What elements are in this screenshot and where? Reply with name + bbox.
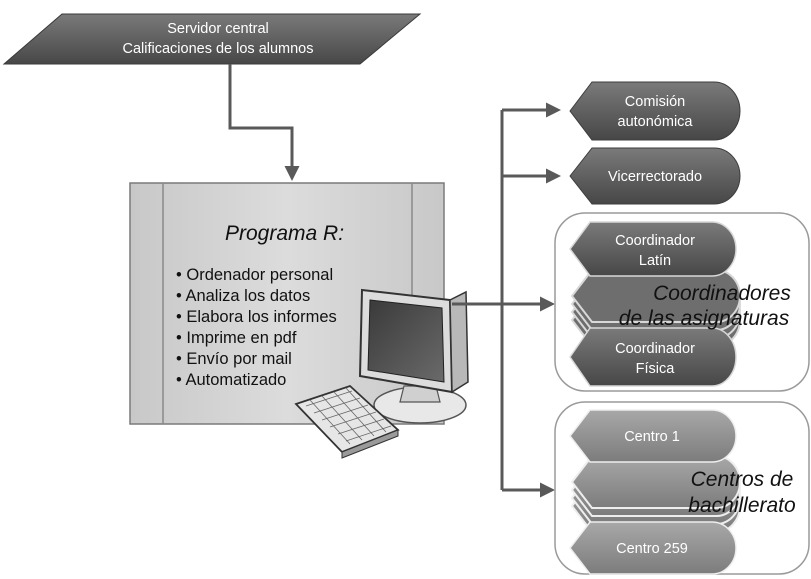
coordinadores-group-label-line1: Coordinadores — [653, 282, 791, 305]
program-r-panel: Programa R: • Ordenador personal • Anali… — [129, 182, 469, 459]
vicerrectorado-node: Vicerrectorado — [569, 147, 741, 205]
comision-label-line2: autonómica — [618, 114, 694, 130]
feature-item: • Elabora los informes — [176, 308, 337, 326]
coordinador-latin-line1: Coordinador — [615, 233, 695, 249]
centro-1-node — [569, 409, 737, 463]
coordinadores-group-label-line2: de las asignaturas — [619, 307, 790, 330]
feature-item: • Envío por mail — [176, 350, 292, 368]
arrow-server-to-program — [228, 64, 300, 181]
centros-group-label-line1: Centros de — [691, 468, 794, 491]
coordinador-latin-node — [569, 221, 737, 277]
comision-autonomica-node: Comisión autonómica — [569, 81, 741, 141]
comision-label-line1: Comisión — [625, 94, 685, 110]
vicerrectorado-label: Vicerrectorado — [608, 169, 702, 185]
central-server-subtitle: Calificaciones de los alumnos — [122, 41, 313, 57]
coordinador-fisica-line2: Física — [636, 361, 676, 377]
central-server-title: Servidor central — [167, 21, 269, 37]
feature-item: • Ordenador personal — [176, 266, 333, 284]
feature-item: • Imprime en pdf — [176, 329, 297, 347]
centro-1-label: Centro 1 — [624, 429, 680, 445]
centro-259-node — [569, 521, 737, 575]
coordinador-latin-line2: Latín — [639, 253, 671, 269]
feature-item: • Analiza los datos — [176, 287, 310, 305]
program-title: Programa R: — [225, 222, 344, 245]
coordinador-fisica-node — [569, 327, 737, 387]
centros-group: Centro 1 Centro 259 Centros de bachiller… — [554, 401, 810, 575]
central-server-node: Servidor central Calificaciones de los a… — [2, 13, 422, 65]
feature-item: • Automatizado — [176, 371, 286, 389]
centro-259-label: Centro 259 — [616, 541, 688, 557]
output-connectors — [452, 102, 561, 498]
computer-icon — [294, 288, 469, 459]
coordinador-fisica-line1: Coordinador — [615, 341, 695, 357]
centros-group-label-line2: bachillerato — [688, 494, 796, 517]
coordinadores-group: Coordinador Latín Coordinador Física Coo… — [554, 212, 810, 392]
feature-list: • Ordenador personal • Analiza los datos… — [176, 266, 337, 389]
